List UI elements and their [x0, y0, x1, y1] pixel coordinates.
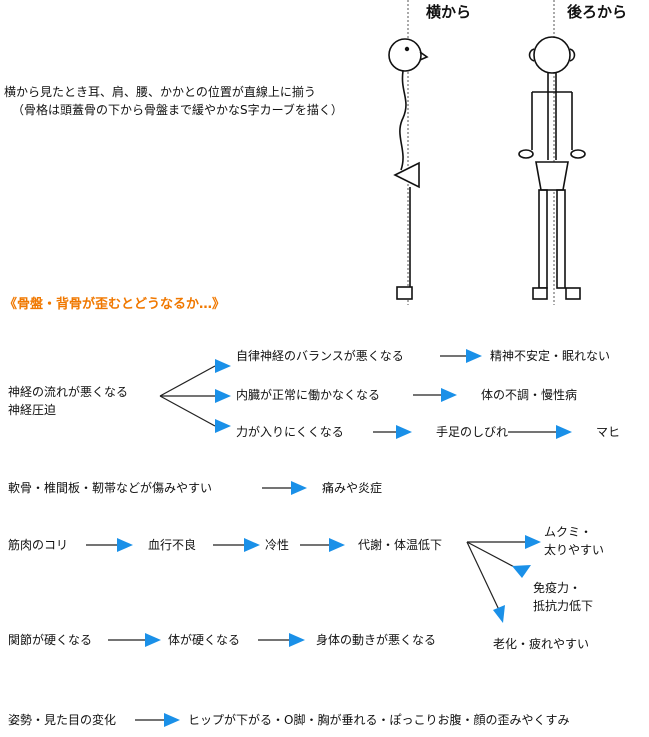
arrow-head — [164, 713, 180, 727]
metabolism-branch-lines — [466, 541, 525, 613]
arrow-head — [556, 425, 572, 439]
swelling-line-1: ムクミ・ — [544, 525, 593, 539]
limb-numbness: 手足のしびれ — [436, 425, 509, 439]
muscle-stiffness: 筋肉のコリ — [8, 538, 69, 552]
nerve-source-line-1: 神経の流れが悪くなる — [8, 385, 129, 399]
coldness: 冷性 — [265, 538, 290, 552]
pain-inflammation: 痛みや炎症 — [322, 481, 383, 495]
autonomic-imbalance: 自律神経のバランスが悪くなる — [236, 349, 404, 363]
stiff-joints: 関節が硬くなる — [8, 633, 93, 647]
side-view-heading: 横から — [426, 3, 472, 21]
arrow-head — [466, 349, 482, 363]
arrow-head — [215, 419, 231, 433]
arrow-head — [289, 633, 305, 647]
arrow-head — [512, 565, 531, 578]
poor-movement: 身体の動きが悪くなる — [316, 633, 437, 647]
poor-circulation: 血行不良 — [148, 538, 197, 552]
arrow-head — [244, 538, 260, 552]
swelling-line-2: 太りやすい — [544, 543, 605, 557]
mental-instability: 精神不安定・眠れない — [490, 349, 611, 363]
paralysis: マヒ — [596, 425, 621, 439]
intro-line-2: （骨格は頭蓋骨の下から骨盤まで緩やかなS字カーブを描く） — [12, 103, 343, 117]
arrow-head — [525, 535, 541, 549]
metabolism-drop: 代謝・体温低下 — [358, 538, 443, 552]
arrow-head — [396, 425, 412, 439]
appearance-effects: ヒップが下がる・O脚・胸が垂れる・ぽっこりお腹・顔の歪みやくすみ — [188, 713, 570, 727]
nerve-branch-lines — [159, 365, 216, 427]
posture-change: 姿勢・見た目の変化 — [8, 713, 117, 727]
arrow-head — [215, 359, 231, 373]
immunity-line-2: 抵抗力低下 — [533, 599, 594, 613]
aging-fatigue: 老化・疲れやすい — [493, 637, 590, 651]
section-title: 《骨盤・背骨が歪むとどうなるか…》 — [4, 297, 226, 312]
intro-line-1: 横から見たとき耳、肩、腰、かかとの位置が直線上に揃う — [4, 85, 316, 99]
arrow-head — [291, 481, 307, 495]
arrow-head — [493, 605, 505, 623]
stiff-body: 体が硬くなる — [168, 633, 241, 647]
back-view-heading: 後ろから — [567, 3, 628, 21]
arrow-head — [117, 538, 133, 552]
nerve-source-line-2: 神経圧迫 — [8, 403, 57, 417]
organ-dysfunction: 内臓が正常に働かなくなる — [236, 388, 381, 402]
immunity-line-1: 免疫力・ — [533, 581, 582, 595]
back-view-figure — [518, 36, 586, 300]
connector-lines — [86, 355, 556, 721]
chronic-illness: 体の不調・慢性病 — [481, 388, 578, 402]
cartilage-damage: 軟骨・椎間板・靭帯などが傷みやすい — [8, 481, 213, 495]
arrow-head — [329, 538, 345, 552]
arrow-head — [441, 388, 457, 402]
arrowheads — [117, 349, 572, 727]
side-view-figure — [388, 38, 429, 300]
arrow-head — [145, 633, 161, 647]
arrow-head — [215, 389, 231, 403]
weakness: 力が入りにくくなる — [236, 425, 344, 439]
